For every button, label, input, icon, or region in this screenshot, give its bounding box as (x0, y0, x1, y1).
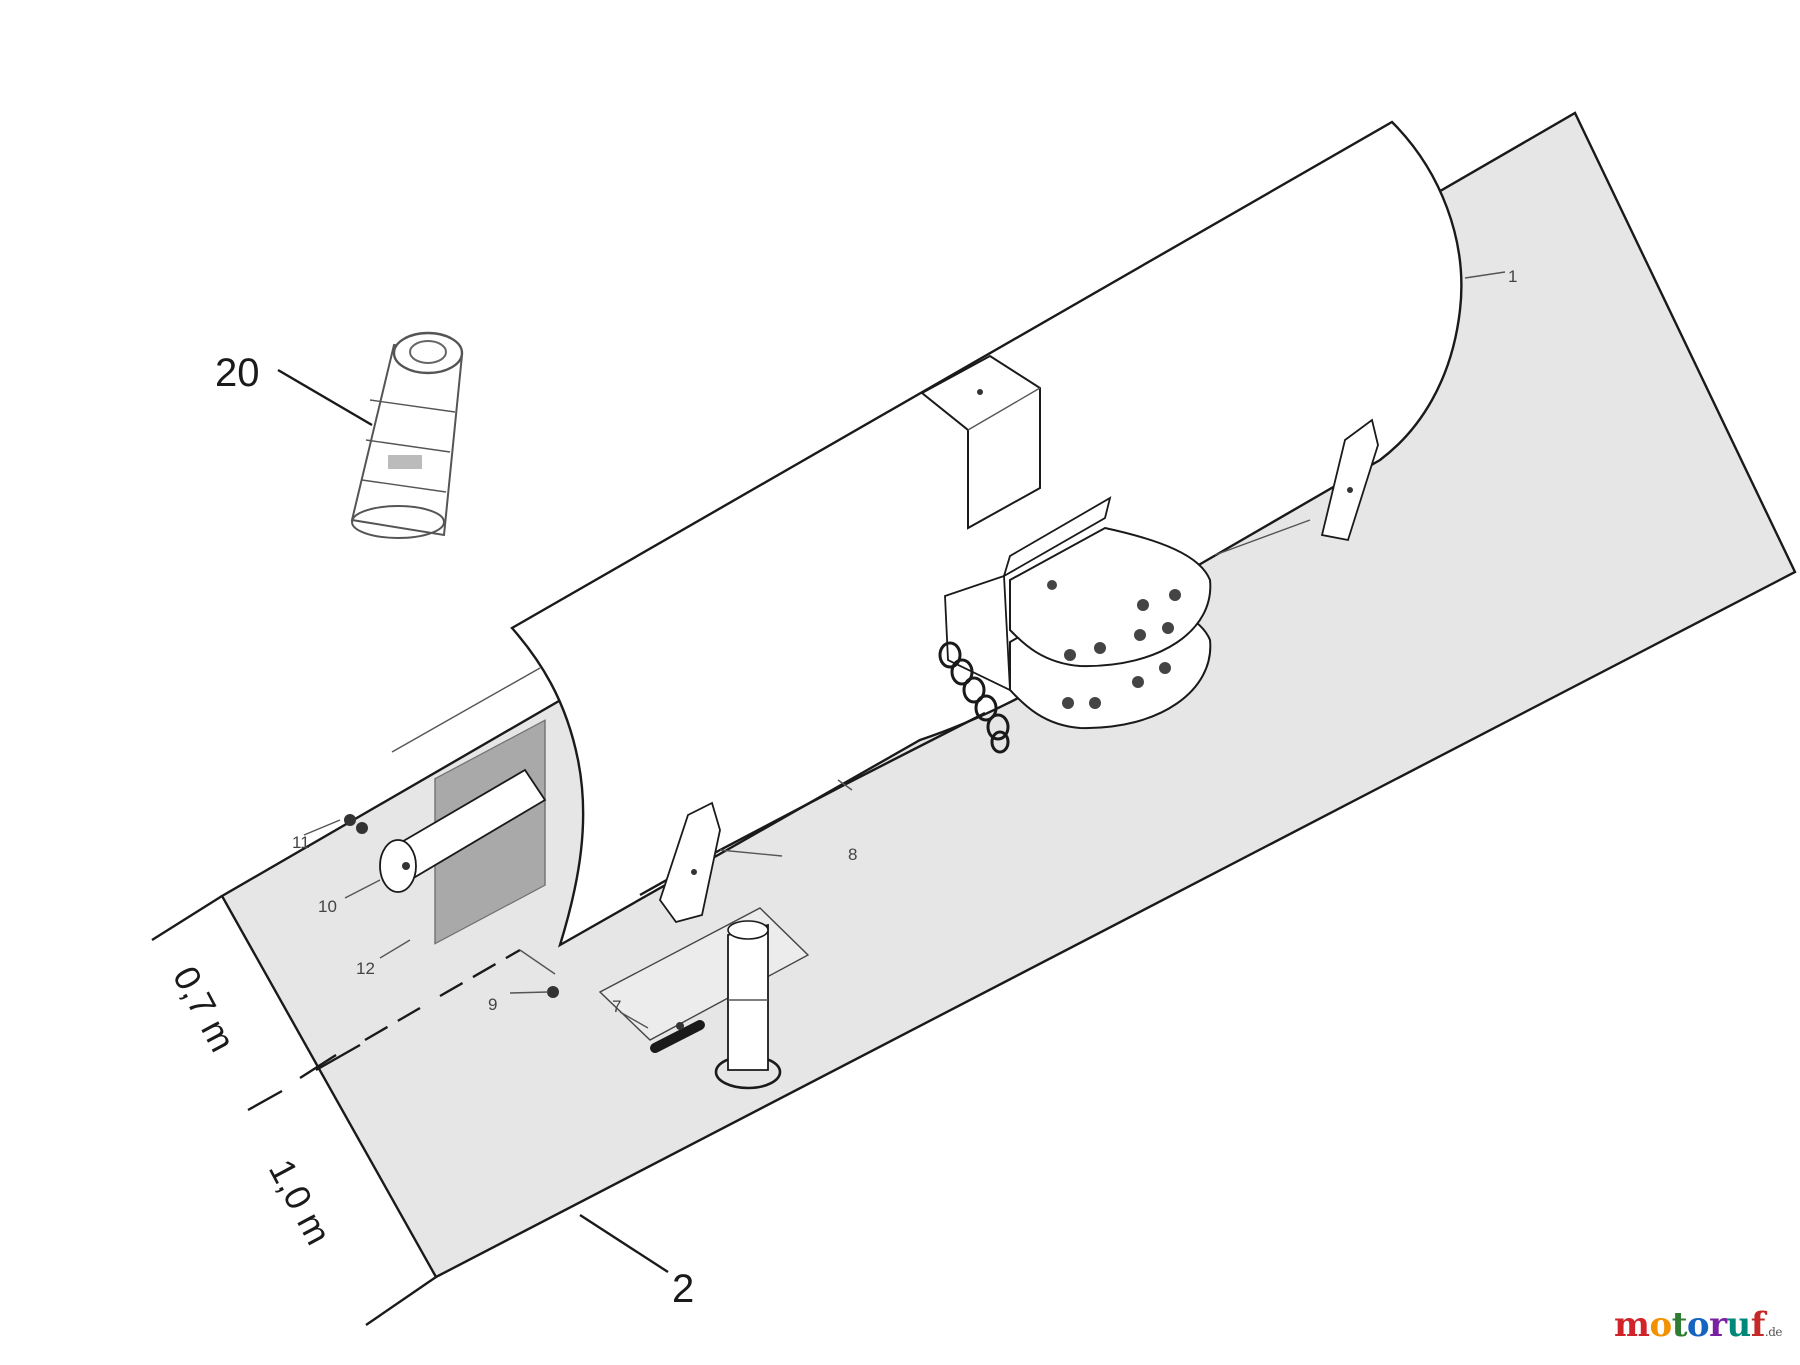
watermark-letter: t (1671, 1305, 1688, 1345)
watermark-letter: o (1649, 1305, 1673, 1345)
dimension-lower: 1,0 m (261, 1153, 339, 1252)
callout-9: 9 (488, 995, 497, 1014)
watermark-letter: o (1686, 1305, 1710, 1345)
callout-12: 12 (356, 959, 375, 978)
pin (650, 1020, 705, 1053)
watermark: motoruf.de (1614, 1305, 1782, 1345)
spring (938, 641, 1010, 754)
leader-lines (277, 368, 669, 1274)
center-bracket (659, 801, 721, 924)
screw (547, 986, 559, 998)
callout-11: 11 (292, 833, 310, 852)
left-roller (379, 768, 547, 893)
right-bracket (1320, 418, 1379, 542)
dimension-lines (151, 894, 521, 1326)
callout-10: 10 (318, 897, 337, 916)
dimension-upper: 0,7 m (165, 960, 243, 1059)
callout-1: 1 (1508, 267, 1517, 286)
callout-7: 7 (612, 997, 621, 1016)
callout-20: 20 (215, 351, 260, 395)
fine-leader-lines (303, 271, 1506, 1029)
watermark-letter: r (1709, 1305, 1727, 1345)
watermark-text: motoruf (1614, 1305, 1765, 1345)
vertical-post (714, 920, 782, 1090)
callout-8: 8 (848, 845, 857, 864)
watermark-letter: u (1726, 1305, 1752, 1345)
watermark-suffix: .de (1764, 1325, 1783, 1339)
swivel-disc-assembly (944, 496, 1212, 730)
watermark-letter: f (1750, 1305, 1766, 1345)
chute-lower-edge (391, 667, 541, 753)
watermark-letter: m (1614, 1305, 1650, 1345)
callout-2: 2 (672, 1267, 694, 1311)
spray-can (350, 331, 464, 539)
